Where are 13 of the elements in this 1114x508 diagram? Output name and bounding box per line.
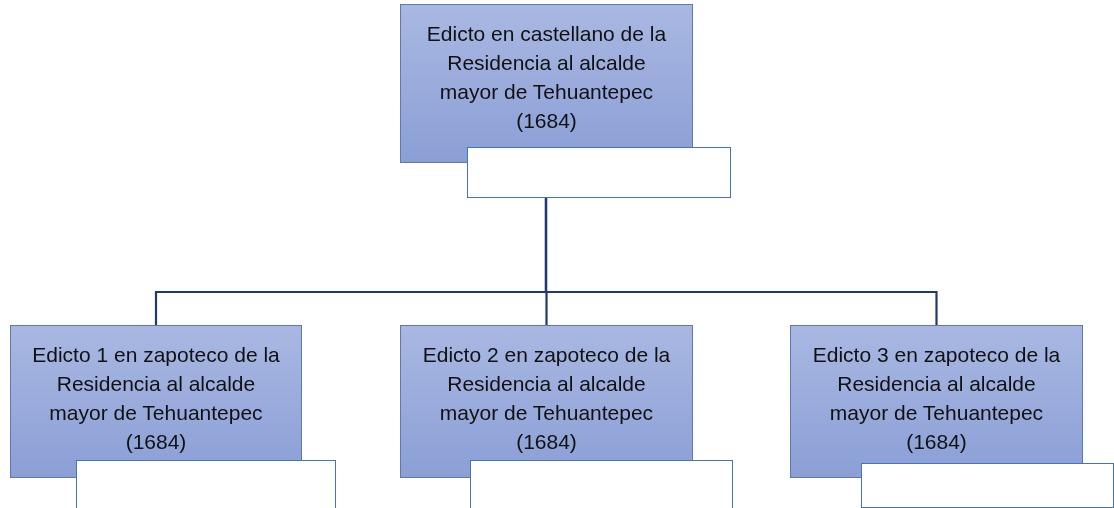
empty-box: [76, 460, 336, 508]
process-box: [400, 4, 693, 163]
process-box: [790, 325, 1083, 478]
box-text: Edicto 1 en zapoteco de la Residencia al alcalde mayor de Tehuantepec (1684): [31, 342, 281, 455]
connector-line: [544, 198, 938, 325]
empty-box: [861, 463, 1114, 508]
empty-box: [467, 147, 731, 198]
box-text: Edicto en castellano de la Residencia al alcalde mayor de Tehuantepec (1684): [425, 21, 668, 134]
process-box: [10, 325, 302, 478]
box-text: Edicto 2 en zapoteco de la Residencia al alcalde mayor de Tehuantepec (1684): [421, 342, 672, 455]
box-text: Edicto 3 en zapoteco de la Residencia al alcalde mayor de Tehuantepec (1684): [811, 342, 1062, 455]
empty-box: [470, 460, 733, 508]
process-box: [400, 325, 693, 478]
